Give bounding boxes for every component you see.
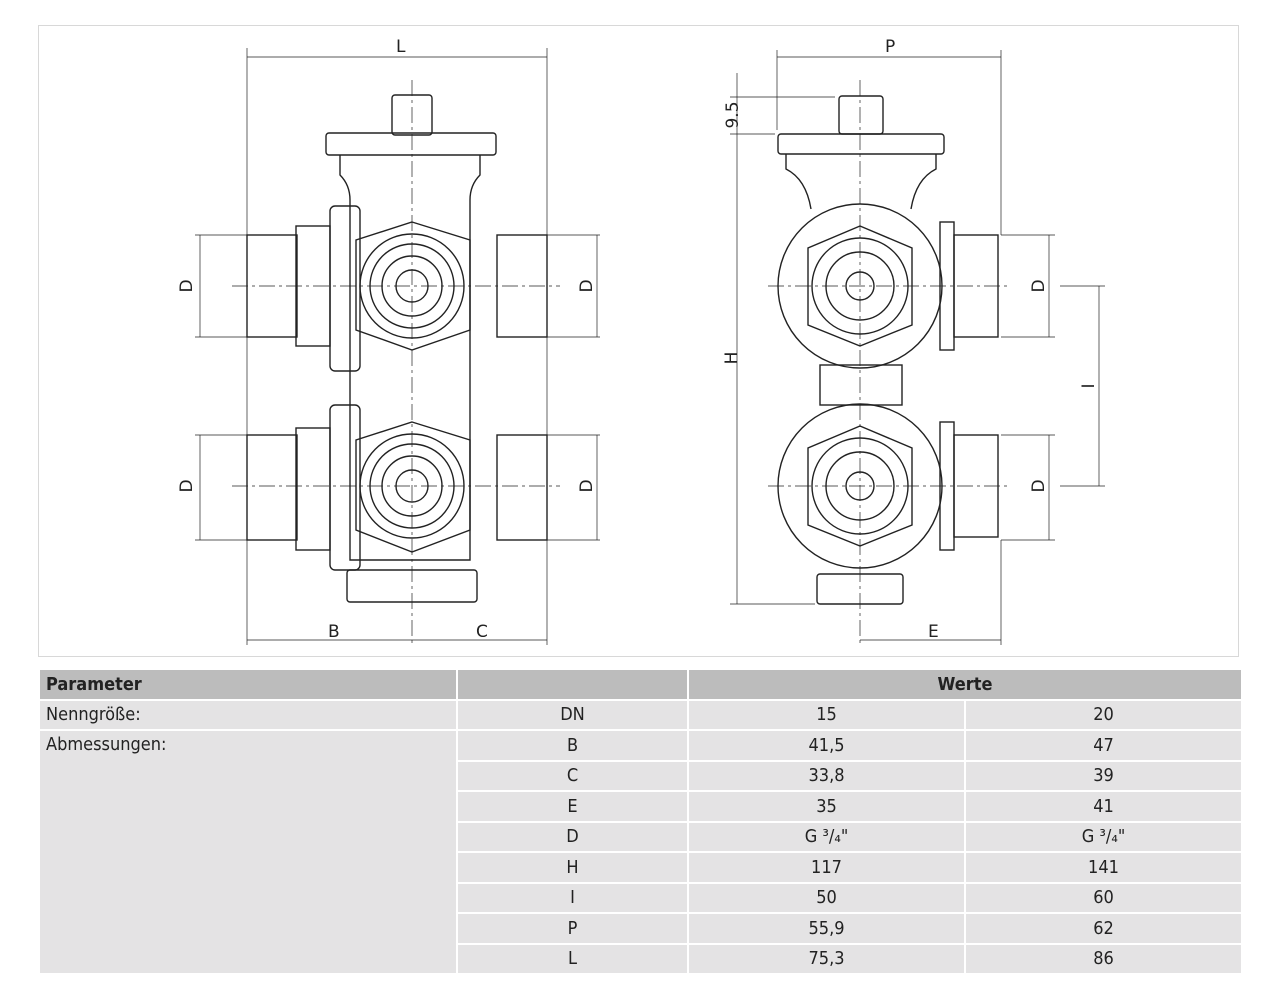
side-view: P 9.5 H D D I E — [722, 37, 1105, 645]
front-view: L D D D — [177, 37, 600, 645]
dim-label-D: D — [177, 479, 197, 492]
value-cell-dn15: 55,9 — [687, 912, 966, 945]
dim-label-C: C — [476, 622, 488, 642]
param-cell: Abmessungen: — [38, 729, 458, 975]
dim-label-E: E — [928, 622, 939, 642]
table-row: Nenngröße: DN 15 20 — [38, 698, 1243, 731]
dim-label-9-5: 9.5 — [723, 101, 743, 128]
value-cell-dn15: 35 — [687, 790, 966, 823]
symbol-cell: I — [456, 881, 689, 914]
value-cell-dn15: 33,8 — [687, 759, 966, 792]
symbol-cell: E — [456, 790, 689, 823]
dim-label-I: I — [1079, 383, 1099, 388]
param-cell: Nenngröße: — [38, 698, 458, 731]
header-werte: Werte — [687, 668, 1243, 701]
symbol-cell: C — [456, 759, 689, 792]
value-cell-dn20: 47 — [964, 729, 1243, 762]
dim-label-D: D — [1029, 479, 1049, 492]
value-cell-dn15: 117 — [687, 851, 966, 884]
table-header-row: Parameter Werte — [38, 668, 1243, 701]
dim-label-D: D — [1029, 279, 1049, 292]
value-cell-dn20: G ³/₄" — [964, 820, 1243, 853]
value-cell-dn15: 15 — [687, 698, 966, 731]
symbol-cell: L — [456, 942, 689, 975]
header-symbol — [456, 668, 689, 701]
dim-label-D: D — [577, 479, 597, 492]
dim-label-P: P — [885, 37, 895, 57]
symbol-cell: P — [456, 912, 689, 945]
dim-label-L: L — [396, 37, 406, 57]
technical-drawing: L D D D — [177, 37, 1105, 645]
value-cell-dn20: 86 — [964, 942, 1243, 975]
dim-label-D: D — [177, 279, 197, 292]
value-cell-dn20: 20 — [964, 698, 1243, 731]
dimensions-table: Parameter Werte Nenngröße: DN 15 20 Abme… — [38, 668, 1243, 975]
header-parameter: Parameter — [38, 668, 458, 701]
value-cell-dn20: 39 — [964, 759, 1243, 792]
symbol-cell: B — [456, 729, 689, 762]
symbol-cell: D — [456, 820, 689, 853]
value-cell-dn15: G ³/₄" — [687, 820, 966, 853]
value-cell-dn20: 41 — [964, 790, 1243, 823]
value-cell-dn20: 141 — [964, 851, 1243, 884]
drawing-frame — [38, 25, 1239, 657]
value-cell-dn15: 41,5 — [687, 729, 966, 762]
value-cell-dn15: 75,3 — [687, 942, 966, 975]
symbol-cell: H — [456, 851, 689, 884]
value-cell-dn15: 50 — [687, 881, 966, 914]
dim-label-H: H — [722, 352, 742, 365]
table-row: Abmessungen: B 41,5 47 — [38, 729, 1243, 975]
dim-label-B: B — [328, 622, 340, 642]
dim-label-D: D — [577, 279, 597, 292]
symbol-cell: DN — [456, 698, 689, 731]
value-cell-dn20: 62 — [964, 912, 1243, 945]
value-cell-dn20: 60 — [964, 881, 1243, 914]
